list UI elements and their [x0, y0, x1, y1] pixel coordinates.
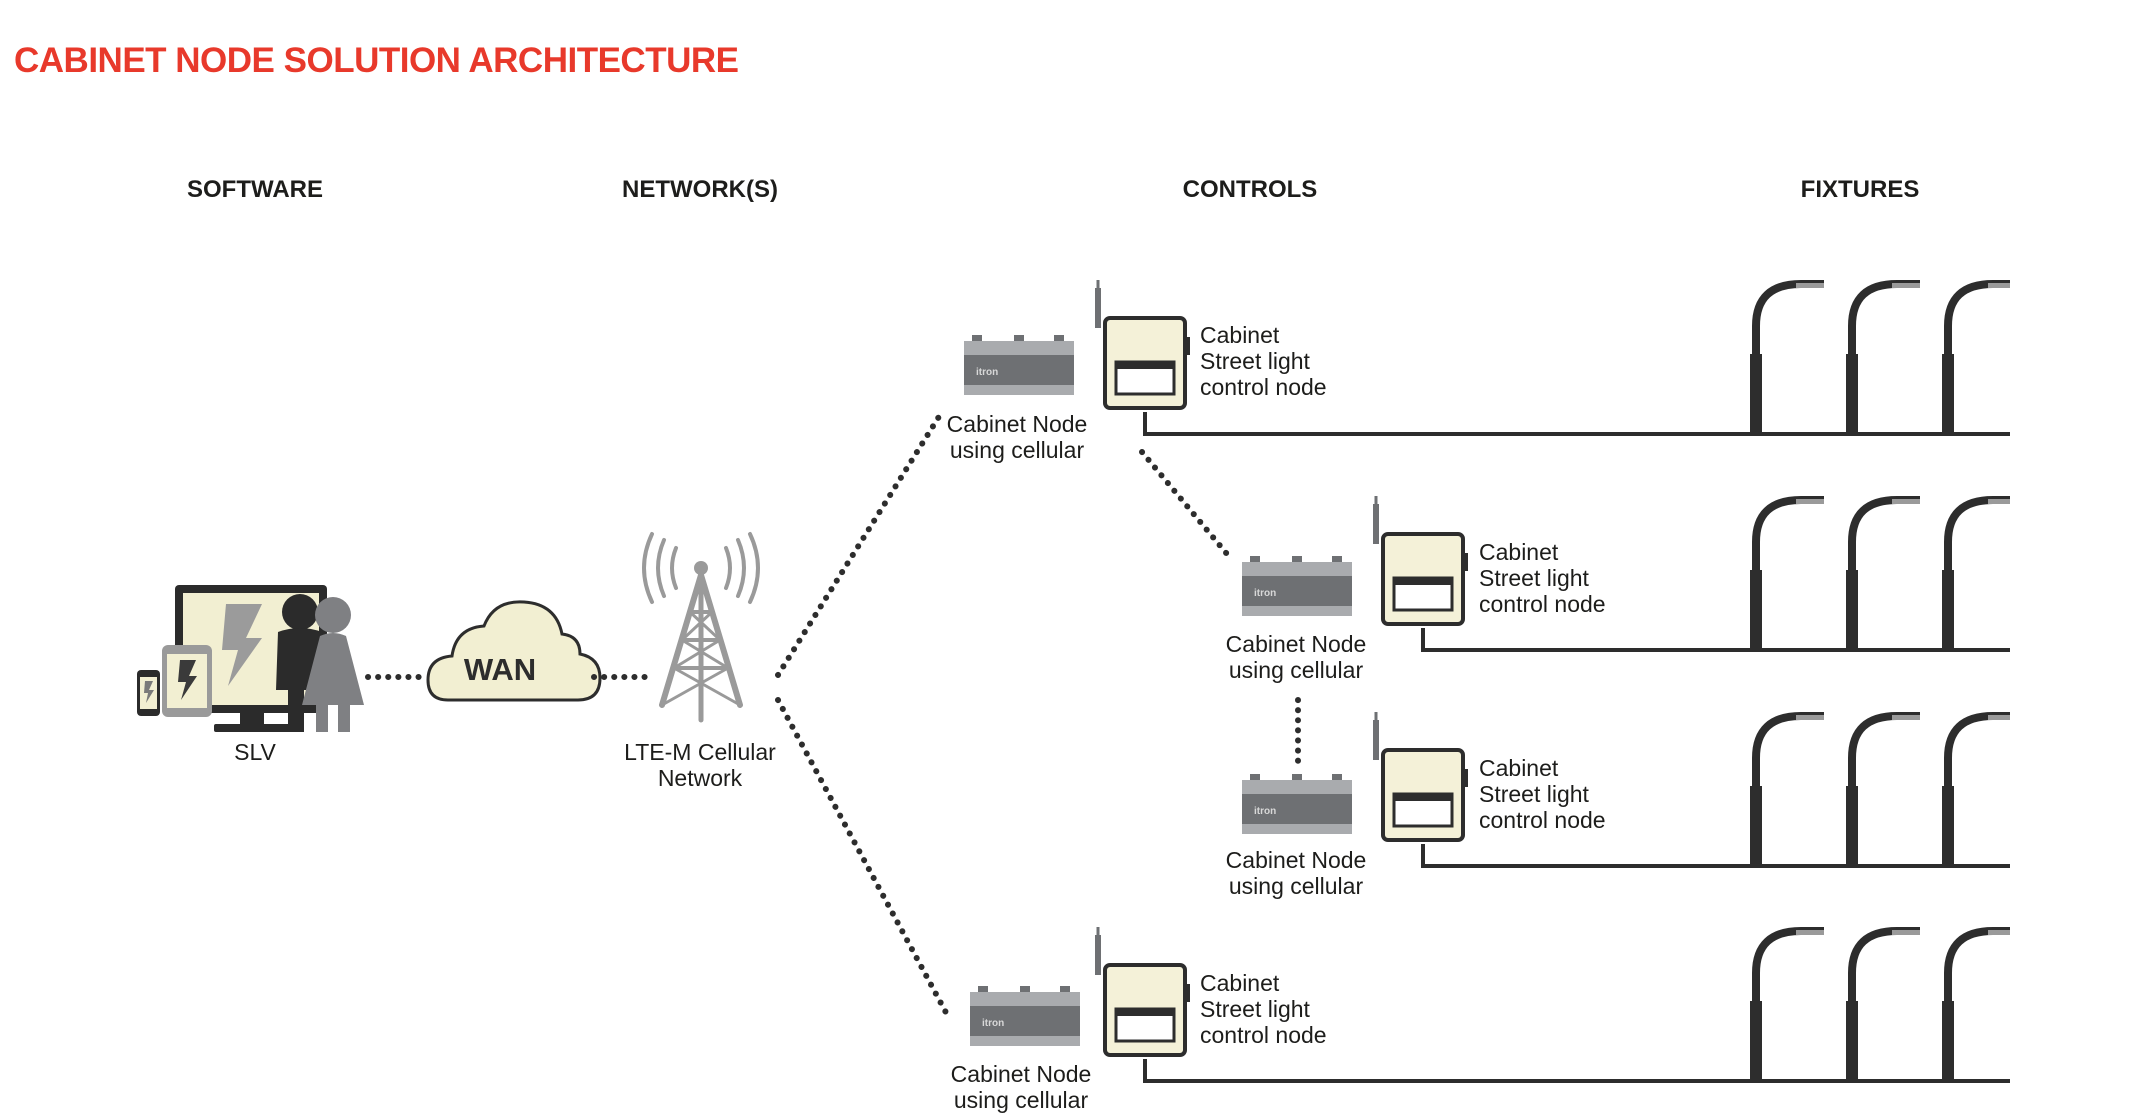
- column-header-fixtures: FIXTURES: [1801, 176, 1920, 203]
- fixture-row-1: [1143, 280, 2010, 436]
- node-label-line1: Cabinet Node: [1226, 631, 1367, 657]
- control-unit-1: itron Cabinet Node using cellular Cabine…: [947, 280, 1327, 463]
- street-light-icon: [1750, 712, 1824, 866]
- street-light-icon: [1750, 280, 1824, 434]
- svg-text:itron: itron: [982, 1018, 1004, 1029]
- tablet-icon: [162, 645, 212, 717]
- cabinet-icon: [1373, 712, 1468, 842]
- wan-cloud-group: WAN: [426, 600, 602, 702]
- node-label-line1: Cabinet Node: [1226, 847, 1367, 873]
- fixture-row-2: [1421, 496, 2010, 652]
- street-light-icon: [1942, 712, 2010, 866]
- street-light-icon: [1750, 496, 1824, 650]
- cabinet-label-line1: Cabinet: [1479, 539, 1559, 565]
- node-label-line2: using cellular: [1229, 873, 1364, 899]
- cabinet-label-line3: control node: [1200, 374, 1327, 400]
- cabinet-icon: [1095, 927, 1190, 1057]
- cell-tower-icon: [642, 532, 760, 723]
- control-unit-2: itron Cabinet Node using cellular Cabine…: [1226, 496, 1606, 683]
- cloud-icon: [426, 600, 602, 702]
- page-title: CABINET NODE SOLUTION ARCHITECTURE: [14, 41, 738, 80]
- cabinet-label-line1: Cabinet: [1479, 755, 1559, 781]
- node-device-icon: itron: [964, 335, 1074, 395]
- control-unit-4: itron Cabinet Node using cellular Cabine…: [951, 927, 1327, 1113]
- node-label-line2: using cellular: [950, 437, 1085, 463]
- tower-label-line2: Network: [658, 765, 743, 791]
- link-node-1-node-2: [1139, 449, 1235, 563]
- fixture-row-3: [1421, 712, 2010, 868]
- cabinet-label-line1: Cabinet: [1200, 970, 1280, 996]
- cabinet-label-line3: control node: [1479, 807, 1606, 833]
- phone-icon: [137, 670, 160, 716]
- svg-text:itron: itron: [1254, 588, 1276, 599]
- control-unit-3: itron Cabinet Node using cellular Cabine…: [1226, 712, 1606, 899]
- svg-text:itron: itron: [976, 367, 998, 378]
- cabinet-label-line2: Street light: [1200, 348, 1311, 374]
- tower-label-line1: LTE-M Cellular: [624, 739, 776, 765]
- people-icon: [276, 594, 364, 732]
- column-header-networks: NETWORK(S): [622, 176, 778, 203]
- feeder-line: [1143, 412, 2010, 436]
- street-light-icon: [1942, 280, 2010, 434]
- column-header-controls: CONTROLS: [1183, 176, 1318, 203]
- node-label-line2: using cellular: [954, 1087, 1089, 1113]
- link-tower-node-4: [775, 697, 953, 1023]
- street-light-icon: [1750, 927, 1824, 1081]
- cabinet-label-line3: control node: [1479, 591, 1606, 617]
- feeder-line: [1421, 628, 2010, 652]
- cabinet-icon: [1095, 280, 1190, 410]
- node-device-icon: itron: [970, 986, 1080, 1046]
- cabinet-label-line3: control node: [1200, 1022, 1327, 1048]
- street-light-icon: [1846, 496, 1920, 650]
- feeder-line: [1421, 844, 2010, 868]
- column-header-software: SOFTWARE: [187, 176, 323, 203]
- node-device-icon: itron: [1242, 556, 1352, 616]
- cabinet-icon: [1373, 496, 1468, 626]
- cabinet-label-line2: Street light: [1479, 565, 1590, 591]
- node-label-line2: using cellular: [1229, 657, 1364, 683]
- node-device-icon: itron: [1242, 774, 1352, 834]
- fixture-row-4: [1143, 927, 2010, 1083]
- slv-label: SLV: [234, 739, 276, 765]
- feeder-line: [1143, 1059, 2010, 1083]
- street-light-icon: [1846, 927, 1920, 1081]
- cabinet-label-line2: Street light: [1200, 996, 1311, 1022]
- street-light-icon: [1942, 496, 2010, 650]
- slv-software-group: SLV: [137, 585, 364, 765]
- link-tower-node-1: [775, 412, 943, 678]
- street-light-icon: [1846, 712, 1920, 866]
- street-light-icon: [1846, 280, 1920, 434]
- cabinet-label-line1: Cabinet: [1200, 322, 1280, 348]
- svg-text:itron: itron: [1254, 806, 1276, 817]
- node-label-line1: Cabinet Node: [947, 411, 1088, 437]
- node-label-line1: Cabinet Node: [951, 1061, 1092, 1087]
- street-light-icon: [1942, 927, 2010, 1081]
- wan-label: WAN: [464, 652, 536, 687]
- cabinet-label-line2: Street light: [1479, 781, 1590, 807]
